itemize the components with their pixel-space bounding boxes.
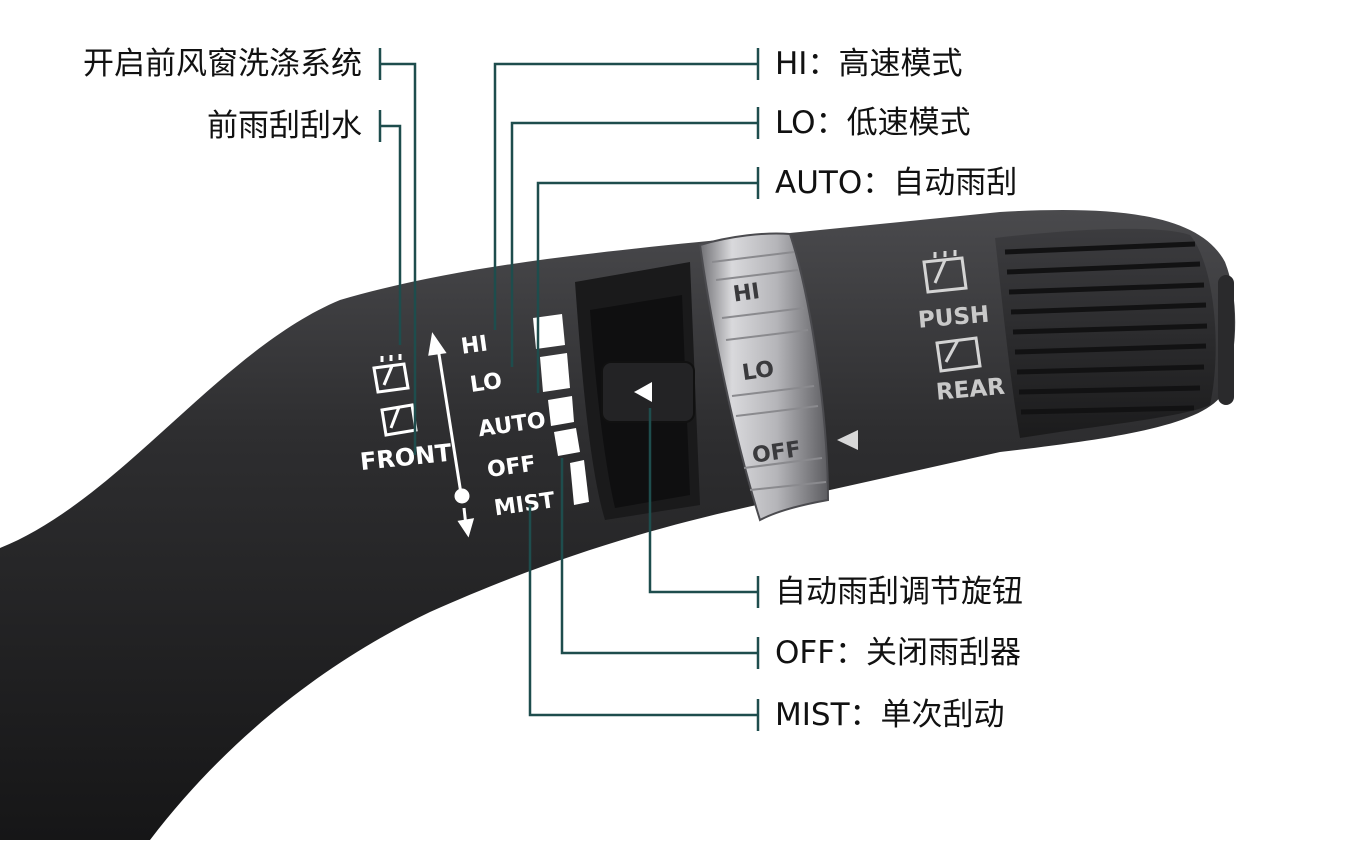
callout-hi: HI：高速模式 (775, 46, 963, 82)
ring-label-lo: LO (741, 357, 776, 386)
ring-ridges (711, 251, 827, 491)
rear-label: REAR (935, 374, 1006, 406)
position-label-lo: LO (468, 369, 503, 398)
callout-auto: AUTO：自动雨刮 (775, 165, 1018, 201)
position-label-hi: HI (459, 331, 489, 359)
rear-washer-icon (922, 250, 968, 294)
callout-front-wiper: 前雨刮刮水 (207, 108, 362, 144)
push-label: PUSH (917, 302, 990, 334)
front-washer-icon (372, 354, 410, 394)
callout-lo: LO：低速模式 (775, 105, 971, 141)
callout-knob: 自动雨刮调节旋钮 (775, 574, 1023, 610)
callout-mist: MIST：单次刮动 (775, 697, 1005, 733)
cap-grip (1004, 241, 1208, 415)
callout-washer: 开启前风窗洗涤系统 (83, 46, 362, 82)
cap-edge (1218, 275, 1234, 405)
ring-arrow-icon (837, 430, 858, 450)
rear-switch-cap[interactable] (995, 228, 1216, 438)
leader-lines (378, 48, 760, 731)
knob-arrow-icon (634, 382, 652, 402)
speed-scale (533, 314, 589, 505)
ring-label-hi: HI (732, 279, 762, 307)
rear-wiper-icon (935, 336, 982, 373)
speed-ring[interactable] (698, 232, 830, 522)
callout-off: OFF：关闭雨刮器 (775, 635, 1022, 671)
up-down-arrow-icon (428, 332, 475, 538)
stalk-body (0, 209, 1236, 841)
